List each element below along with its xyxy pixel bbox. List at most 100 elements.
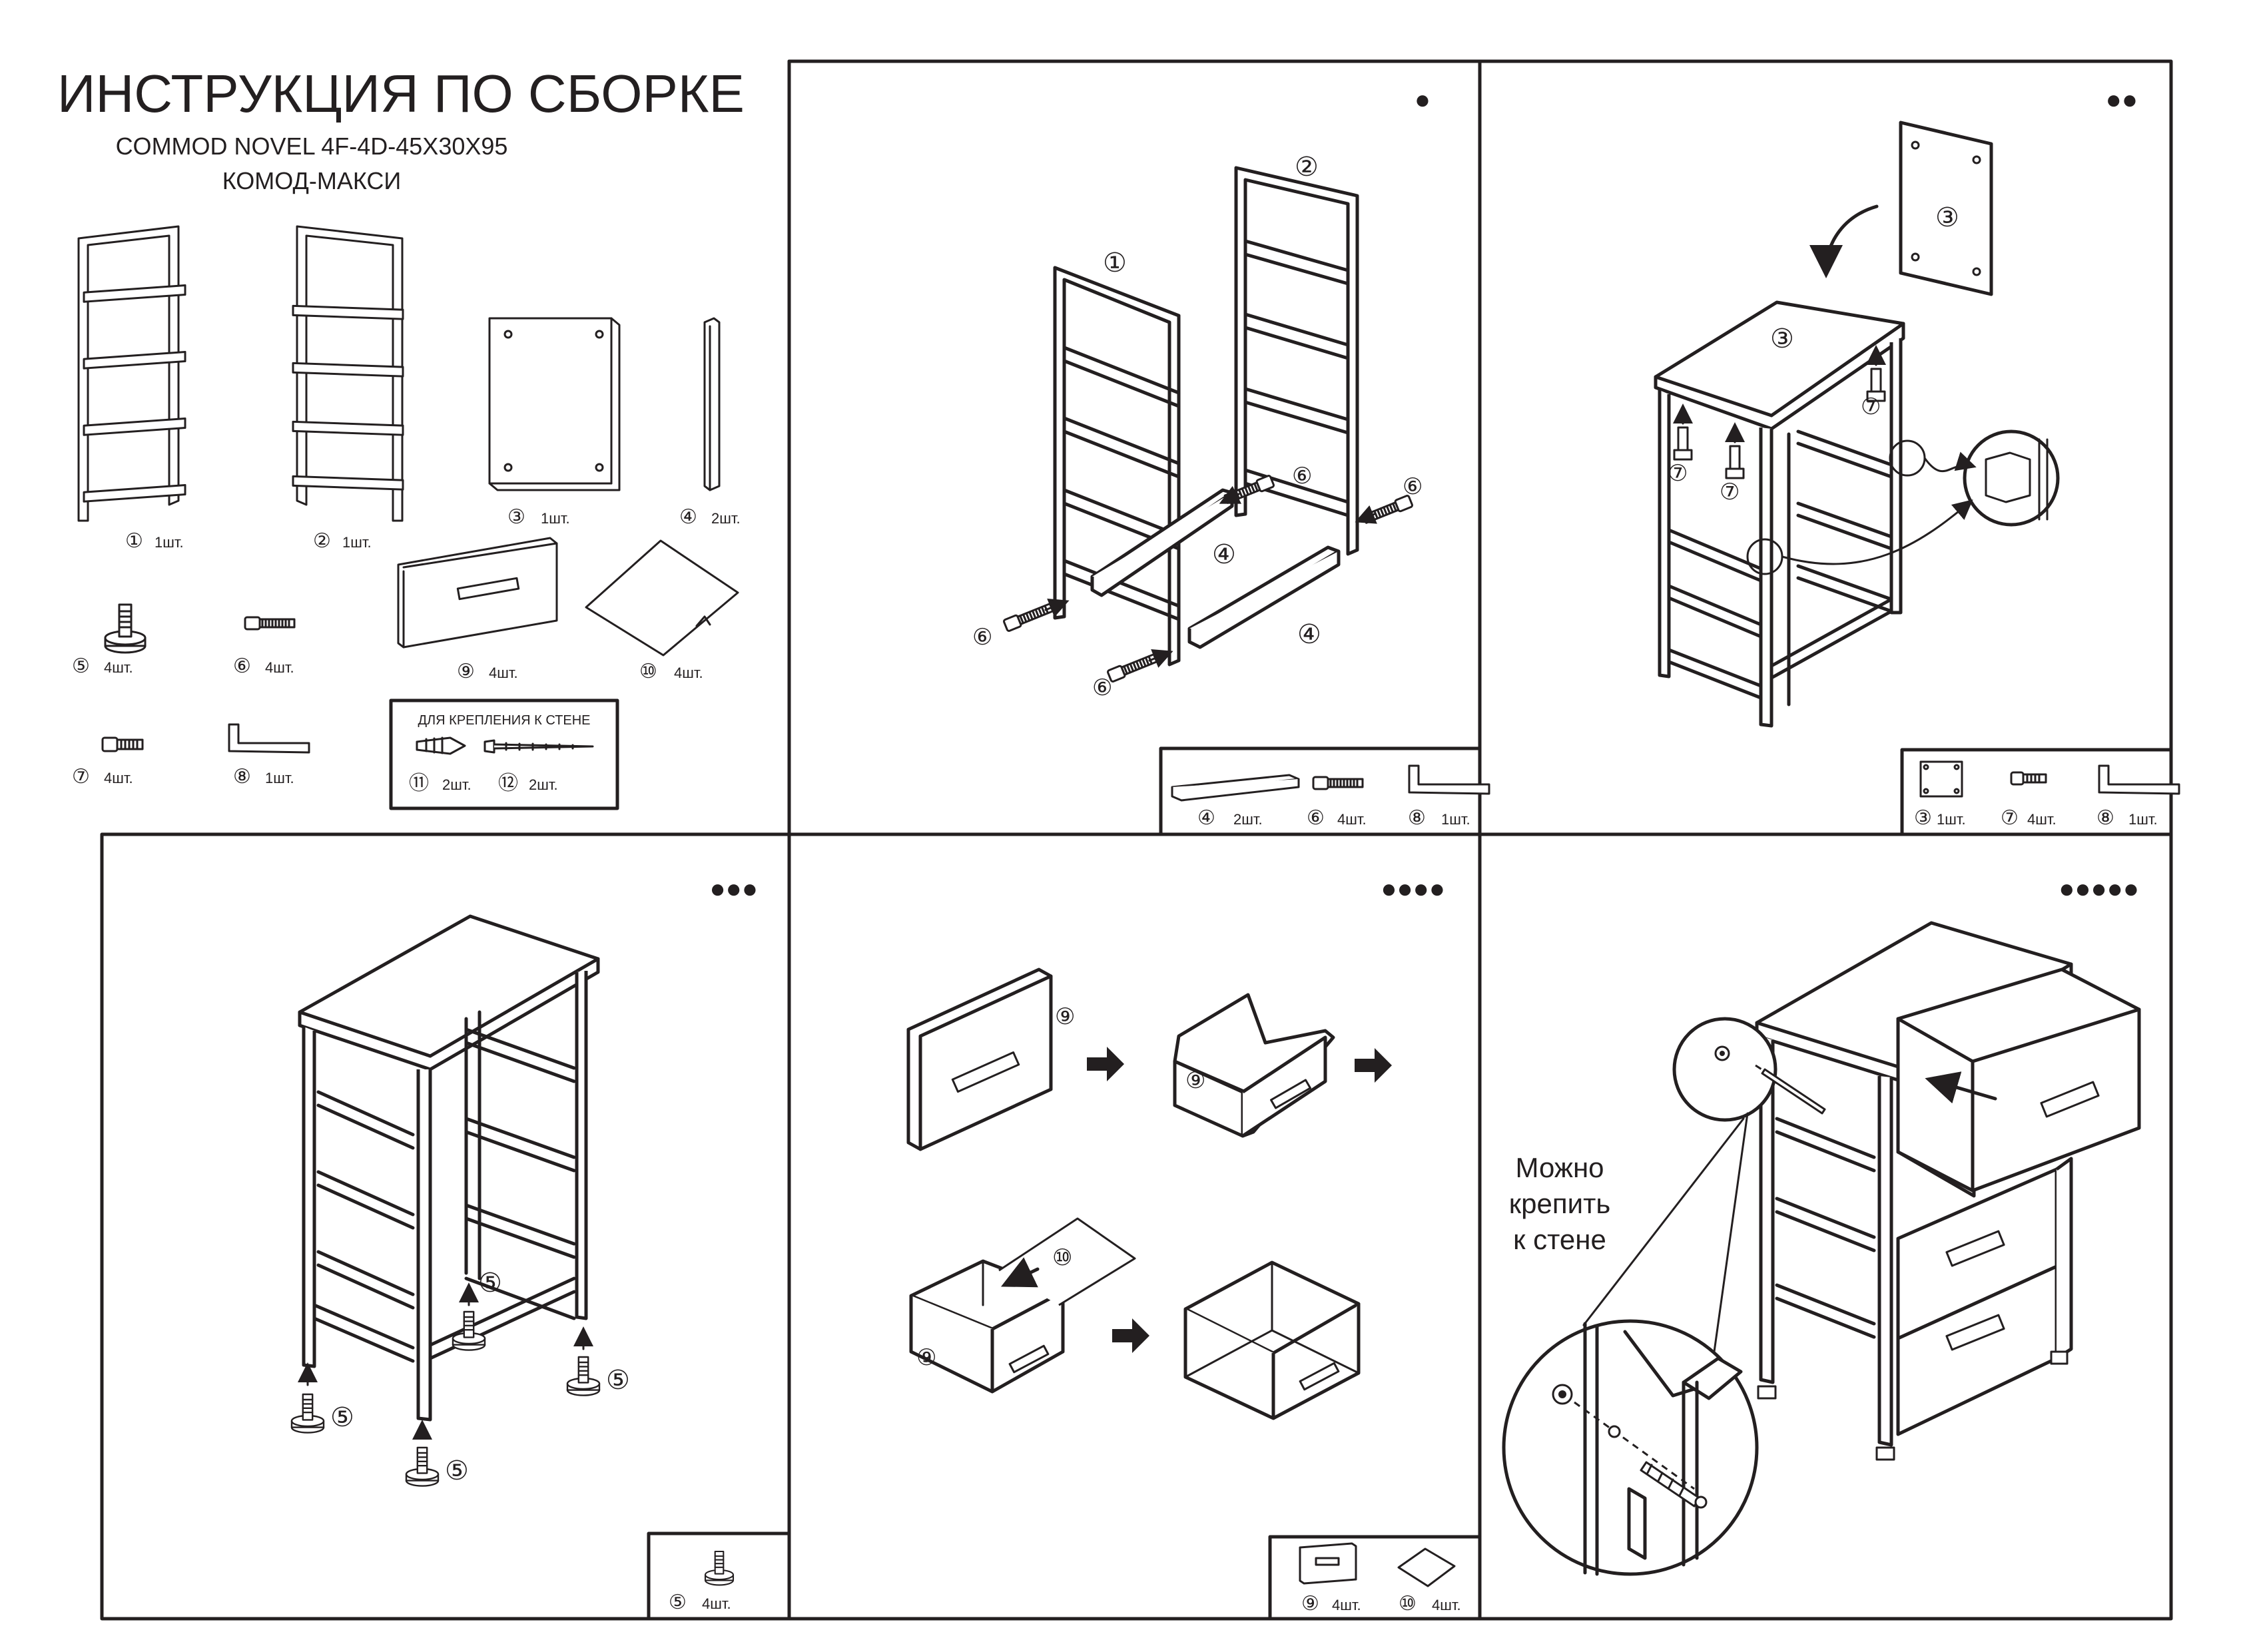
step-5-detail-large [1502,1319,1759,1576]
callout-foot-d: ⑤ [606,1366,630,1395]
step-1-part-b-num: ⑥ [1307,807,1325,829]
part-4-rail [703,317,721,491]
step-3-feet [290,1282,601,1487]
step-5-zoom-line-b [1713,1112,1749,1353]
wall-item-11-num: ⑪ [409,772,429,794]
step-3-part-a-qty: 4шт. [702,1595,731,1612]
wall-mount-box: ДЛЯ КРЕПЛЕНИЯ К СТЕНЕ ⑪ 2шт. ⑫ 2шт. [389,698,619,810]
part-7-short-bolt-icon [101,736,144,752]
step-5-zoom-line-a [1582,1117,1745,1326]
step-2-part-a-num: ③ [1914,807,1932,829]
step-3-cabinet [298,914,600,1422]
step-4-panel: ●●●● ⑨ [906,874,1482,1621]
step-2-part-a-qty: 1шт. [1937,811,1966,828]
step-2-part-b-qty: 4шт. [2027,811,2057,828]
page-title: ИНСТРУКЦИЯ ПО СБОРКЕ [57,64,745,123]
callout-top-floating: ③ [1935,203,1959,232]
callout-foot-c: ⑤ [478,1268,502,1298]
wall-item-12-qty: 2шт. [529,776,558,793]
part-10-num: ⑩ [639,661,657,683]
step-5-panel: ●●●●● [1502,874,2141,1576]
part-4-num: ④ [679,506,697,528]
part-3-qty: 1шт. [541,510,570,527]
callout-screw-c: ⑥ [1292,463,1312,489]
step-1-frame-2 [1234,166,1359,556]
part-9-num: ⑨ [457,661,475,683]
part-8-hex-key-icon [228,723,310,754]
step-1-screws [1002,474,1414,683]
step-3-panel: ●●● [290,874,791,1621]
part-6-bolt-icon [244,616,296,631]
step-4-dots: ●●●● [1381,874,1445,904]
callout-screw-a: ⑥ [972,625,992,650]
wall-mount-title: ДЛЯ КРЕПЛЕНИЯ К СТЕНЕ [418,713,591,728]
step-1-part-c-qty: 1шт. [1441,811,1470,828]
part-1-qty: 1шт. [155,534,184,551]
step-4-drawer-icon [1299,1542,1357,1585]
callout-drawer-b: ⑨ [1185,1068,1205,1093]
part-6-num: ⑥ [233,655,251,677]
step-5-cabinet [1755,921,2141,1461]
part-8-qty: 1шт. [265,770,294,786]
step-1-panel: ● [972,85,1490,836]
step-2-dots: ●● [2106,85,2138,115]
part-1-side-frame [77,225,186,522]
step-4-part-b-qty: 4шт. [1432,1597,1461,1613]
callout-cardboard: ⑩ [1052,1245,1072,1270]
step-2-top-panel-icon [1919,760,1963,798]
step-3-part-a-num: ⑤ [669,1591,687,1613]
wall-item-11-qty: 2шт. [442,776,472,793]
callout-frame-1: ① [1103,248,1127,278]
callout-foot-a: ⑤ [330,1403,354,1432]
page-frame [100,59,2173,1621]
wall-item-12-num: ⑫ [498,772,518,794]
step-1-frame-1 [1053,266,1181,667]
step-4-arrow-2-icon [1355,1048,1392,1083]
step-1-rails [1090,488,1341,649]
step-4-drawer-flat [906,967,1053,1151]
step-1-part-b-qty: 4шт. [1337,811,1367,828]
step-4-arrow-3-icon [1112,1318,1149,1353]
step-2-part-c-num: ⑧ [2096,807,2114,829]
part-7-num: ⑦ [72,766,90,788]
part-8-num: ⑧ [233,766,251,788]
part-10-qty: 4шт. [674,665,703,681]
step-4-cardboard-icon [1397,1547,1456,1587]
step-3-dots: ●●● [710,874,758,904]
step-4-box-done [1183,1260,1361,1420]
step-4-box-insert [909,1217,1136,1394]
step-4-part-b-num: ⑩ [1399,1593,1417,1615]
part-2-qty: 1шт. [342,534,372,551]
step-2-frame [1654,300,1905,728]
parts-list: ① 1шт. ② 1шт. ③ 1шт. ④ 2шт. ⑤ 4шт. ⑥ 4шт… [72,225,741,788]
part-6-qty: 4шт. [265,659,294,676]
step-1-dots: ● [1415,85,1431,115]
part-2-num: ② [313,530,331,552]
wall-note-line-1: Можно [1516,1152,1604,1183]
step-2-screws [1673,345,1886,479]
step-4-drawer-folding [1173,993,1335,1138]
step-2-short-bolt-icon [2010,771,2047,786]
step-5-dots: ●●●●● [2059,874,2139,904]
step-2-rotate-arrow [1809,204,1879,278]
part-5-qty: 4шт. [104,659,133,676]
wall-note-line-3: к стене [1513,1224,1606,1255]
part-3-top-panel [488,317,621,491]
step-4-arrow-1-icon [1087,1047,1124,1081]
callout-foot-b: ⑤ [445,1456,469,1486]
callout-screw-d: ⑥ [1403,474,1423,499]
step-4-part-a-qty: 4шт. [1332,1597,1361,1613]
callout-drawer-a: ⑨ [1055,1004,1075,1029]
callout-drawer-c: ⑨ [916,1345,936,1370]
callout-top-frame: ③ [1770,324,1794,354]
step-1-bolt-icon [1312,776,1364,790]
wall-note-line-2: крепить [1509,1188,1610,1219]
callout-frame-2: ② [1295,152,1319,182]
step-1-rail-icon [1171,774,1300,802]
part-10-cardboard [585,539,739,657]
part-2-side-frame [292,225,404,522]
callout-short-bolt-c: ⑦ [1861,394,1881,419]
step-4-part-a-num: ⑨ [1301,1593,1319,1615]
step-5-insert-arrow [1925,1071,1997,1104]
